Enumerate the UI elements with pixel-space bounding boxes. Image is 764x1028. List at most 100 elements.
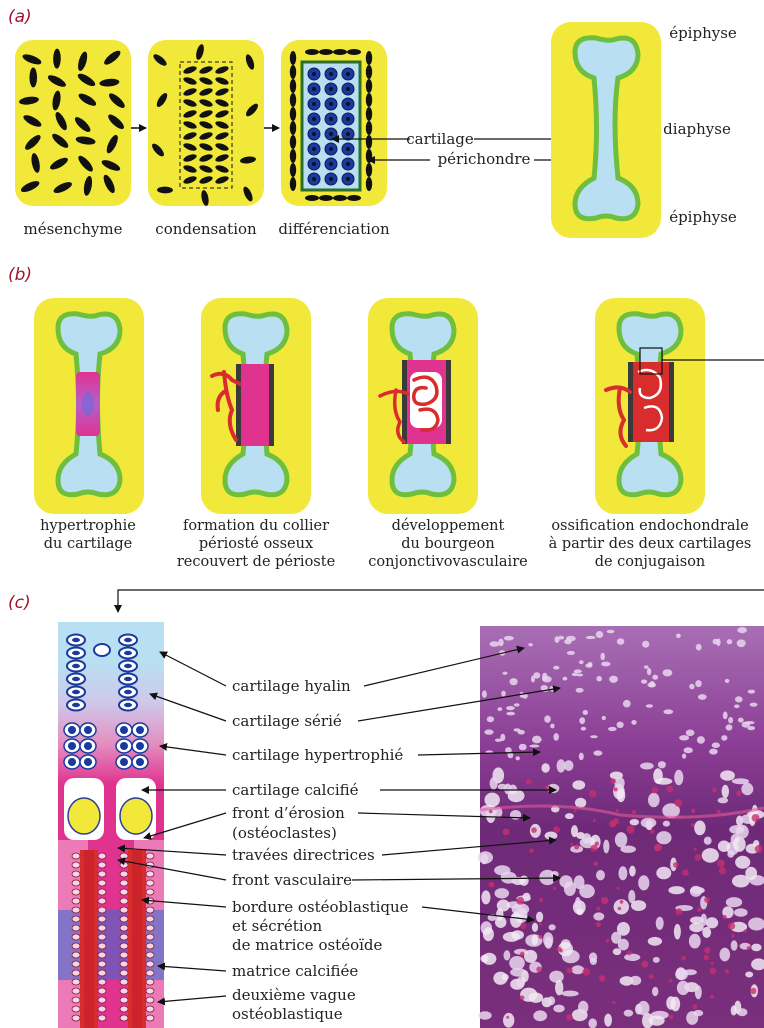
label-front-erosion: front d’érosion xyxy=(232,804,345,822)
osteoblast xyxy=(146,853,154,859)
tissue-cell xyxy=(736,791,741,796)
tissue-lacuna xyxy=(638,875,649,890)
chondrocyte-nucleus xyxy=(120,758,128,766)
perichondrial-cell xyxy=(290,135,296,149)
tissue-lacuna xyxy=(674,924,681,940)
osteoblast xyxy=(146,907,154,913)
tissue-lacuna xyxy=(524,950,537,963)
tissue-lacuna xyxy=(631,900,646,911)
tissue-cell xyxy=(601,897,608,904)
tissue-lacuna xyxy=(544,715,551,722)
osteoblast xyxy=(120,1006,128,1012)
perichondrial-cell xyxy=(290,177,296,191)
tissue-cell xyxy=(596,907,600,911)
tissue-lacuna xyxy=(631,720,636,725)
tissue-cell xyxy=(520,995,525,1000)
tissue-lacuna xyxy=(497,707,502,711)
tissue-lacuna xyxy=(545,832,558,840)
tissue-lacuna xyxy=(571,965,584,974)
chondrocyte-nucleus xyxy=(136,742,144,750)
tissue-lacuna xyxy=(576,909,583,916)
label-matrice-osteoide: de matrice ostéoïde xyxy=(232,936,383,954)
tissue-lacuna xyxy=(745,721,754,724)
tissue-lacuna xyxy=(694,821,705,836)
tissue-lacuna xyxy=(656,917,664,930)
osteoblast xyxy=(72,934,80,940)
tissue-lacuna xyxy=(607,630,615,633)
tissue-lacuna xyxy=(676,634,681,639)
tissue-lacuna xyxy=(564,760,574,771)
osteoblast xyxy=(98,970,106,976)
tissue-lacuna xyxy=(748,690,755,694)
osteoblast xyxy=(72,889,80,895)
tissue-cell xyxy=(574,809,577,812)
osteoblast xyxy=(146,880,154,886)
tissue-lacuna xyxy=(641,818,657,828)
tissue-lacuna xyxy=(609,676,618,683)
osteoblast xyxy=(98,961,106,967)
tissue-lacuna xyxy=(497,900,510,912)
perichondrial-cell xyxy=(290,121,296,135)
tissue-lacuna xyxy=(487,716,494,722)
chondrocyte-nucleus xyxy=(312,177,316,181)
caption-line: du bourgeon xyxy=(401,536,494,552)
tissue-lacuna xyxy=(498,784,507,790)
tissue-lacuna xyxy=(745,972,753,978)
osteoblast xyxy=(98,1006,106,1012)
tissue-cell xyxy=(712,788,717,793)
tissue-lacuna xyxy=(509,678,517,685)
tissue-lacuna xyxy=(701,914,707,926)
tissue-lacuna xyxy=(579,753,584,761)
panel-c-label: (c) xyxy=(8,593,31,613)
tissue-lacuna xyxy=(726,897,742,907)
osteoblast xyxy=(120,853,128,859)
tissue-lacuna xyxy=(585,664,592,668)
osteoblast xyxy=(120,997,128,1003)
caption-line: à partir des deux cartilages xyxy=(549,535,752,552)
tissue-lacuna xyxy=(596,631,603,638)
chondrocyte-nucleus xyxy=(312,87,316,91)
osteoblast xyxy=(72,979,80,985)
tissue-lacuna xyxy=(741,783,753,795)
tissue-lacuna xyxy=(704,837,712,845)
tissue-lacuna xyxy=(638,1001,650,1015)
stage-mesenchyme: mésenchyme xyxy=(24,220,123,238)
perichondrial-cell xyxy=(290,107,296,121)
tissue-lacuna xyxy=(579,717,585,724)
perichondrial-cell xyxy=(366,93,372,107)
stage-vascular-bud-bone xyxy=(368,298,478,514)
tissue-cell xyxy=(520,952,525,957)
perichondrial-cell xyxy=(290,93,296,107)
tissue-cell xyxy=(710,995,714,999)
tissue-lacuna xyxy=(735,696,743,702)
tissue-lacuna xyxy=(494,865,510,875)
chondrocyte-nucleus xyxy=(124,703,132,707)
osteoblast xyxy=(146,970,154,976)
perichondrial-cell xyxy=(333,195,347,201)
tissue-lacuna xyxy=(723,712,728,720)
tissue-cell xyxy=(755,845,763,853)
caption-endochondral: ossification endochondrale à partir des … xyxy=(549,518,752,570)
tissue-lacuna xyxy=(734,704,740,708)
chondrocyte-nucleus xyxy=(72,638,80,642)
chondrocyte-nucleus xyxy=(329,132,333,136)
caption-line: ossification endochondrale xyxy=(551,518,748,534)
tissue-lacuna xyxy=(689,684,694,690)
tissue-lacuna xyxy=(493,972,507,985)
osteoblast xyxy=(146,997,154,1003)
tissue-lacuna xyxy=(666,996,676,1010)
perichondrial-cell xyxy=(319,49,333,55)
column-labels: cartilage hyalin cartilage sérié cartila… xyxy=(232,677,409,1023)
tissue-cell xyxy=(691,823,694,826)
tissue-cell xyxy=(606,939,609,942)
tissue-lacuna xyxy=(596,870,605,880)
tissue-cell xyxy=(682,869,688,875)
tissue-lacuna xyxy=(727,639,733,644)
connector-to-column xyxy=(118,590,764,612)
tissue-lacuna xyxy=(503,1013,514,1028)
tissue-cell xyxy=(610,778,616,784)
osteoblast xyxy=(72,970,80,976)
caption-hypertrophy: hypertrophie du cartilage xyxy=(40,518,136,552)
tissue-cell xyxy=(694,848,697,851)
tissue-lacuna xyxy=(734,908,748,917)
